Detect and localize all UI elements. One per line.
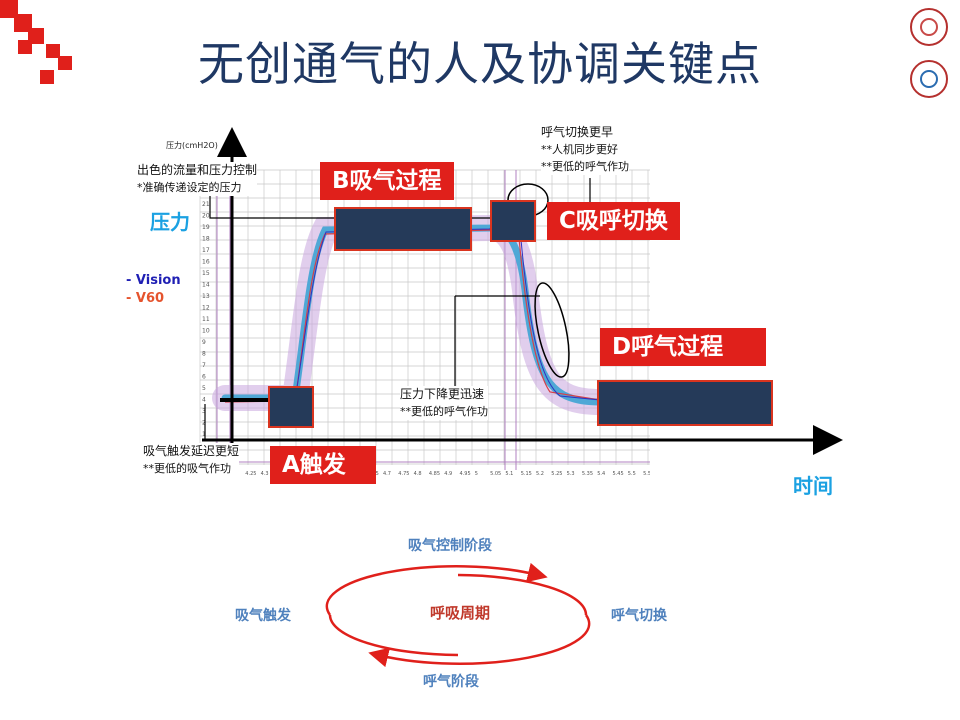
phase-b-box: [334, 207, 472, 251]
note-flow-pressure-line2: *准确传递设定的压力: [137, 181, 242, 194]
y-tick-label: 3: [202, 408, 206, 415]
note-expiration-switch-line3: **更低的呼气作功: [541, 160, 629, 173]
note-flow-pressure-line1: 出色的流量和压力控制: [137, 163, 258, 177]
note-pressure-drop-line1: 压力下降更迅速: [400, 387, 485, 401]
corner-decoration: [0, 0, 80, 90]
note-trigger: 吸气触发延迟更短 **更低的吸气作功: [143, 443, 240, 477]
note-pressure-drop: 压力下降更迅速 **更低的呼气作功: [400, 386, 488, 420]
y-tick-label: 12: [202, 305, 210, 312]
cycle-right-label: 呼气切换: [611, 608, 667, 624]
x-tick-label: 4.25: [245, 471, 256, 477]
hospital-logo-top: [910, 8, 948, 46]
x-tick-label: 5.35: [582, 471, 593, 477]
x-tick-label: 5.45: [613, 471, 624, 477]
y-tick-label: 17: [202, 247, 210, 254]
y-axis-unit: 压力(cmH2O): [166, 140, 218, 150]
y-tick-label: 15: [202, 270, 210, 277]
y-tick-label: 9: [202, 339, 206, 346]
x-tick-label: 5.05: [490, 471, 501, 477]
y-tick-label: 5: [202, 385, 206, 392]
x-tick-label: 5.1: [505, 471, 513, 477]
phase-c-box: [490, 200, 536, 242]
x-tick-label: 4.95: [460, 471, 471, 477]
phase-c-label: C吸呼切换: [547, 202, 680, 240]
x-tick-label: 4.9: [444, 471, 452, 477]
cycle-top-label: 吸气控制阶段: [408, 538, 492, 554]
y-tick-label: 11: [202, 316, 210, 323]
legend-v60: - V60: [126, 291, 165, 306]
x-tick-label: 5.3: [567, 471, 575, 477]
x-tick-label: 5.15: [521, 471, 532, 477]
phase-a-label: A触发: [270, 446, 376, 484]
phase-d-label: D呼气过程: [600, 328, 766, 366]
y-tick-label: 7: [202, 362, 206, 369]
x-tick-label: 5.2: [536, 471, 544, 477]
y-tick-label: 6: [202, 374, 206, 381]
y-tick-label: 2: [202, 420, 206, 427]
legend: - Vision - V60: [126, 272, 181, 308]
y-tick-label: 20: [202, 213, 210, 220]
x-tick-label: 5.55: [643, 471, 650, 477]
cycle-left-label: 吸气触发: [235, 608, 291, 624]
page-title: 无创通气的人及协调关键点: [198, 37, 762, 91]
note-expiration-switch-line2: **人机同步更好: [541, 143, 618, 156]
note-expiration-switch-line1: 呼气切换更早: [541, 125, 614, 139]
note-expiration-switch: 呼气切换更早 **人机同步更好 **更低的呼气作功: [541, 124, 629, 175]
phase-a-box: [268, 386, 314, 428]
x-tick-label: 5: [475, 471, 478, 477]
y-tick-label: 19: [202, 224, 210, 231]
x-tick-label: 5.4: [597, 471, 605, 477]
y-tick-label: 10: [202, 328, 210, 335]
y-tick-label: 16: [202, 259, 210, 266]
x-tick-label: 4.3: [261, 471, 269, 477]
cycle-center-label: 呼吸周期: [429, 604, 490, 622]
note-trigger-line2: **更低的吸气作功: [143, 462, 231, 475]
y-tick-label: 14: [202, 282, 210, 289]
hospital-logo-bottom: [910, 60, 948, 98]
legend-vision: - Vision: [126, 273, 181, 288]
y-tick-label: 21: [202, 201, 210, 208]
note-pressure-drop-line2: **更低的呼气作功: [400, 405, 488, 418]
x-tick-label: 4.8: [414, 471, 422, 477]
x-tick-label: 4.75: [398, 471, 409, 477]
phase-b-label: B吸气过程: [320, 162, 454, 200]
time-axis-label: 时间: [793, 474, 833, 498]
x-tick-label: 4.7: [383, 471, 391, 477]
y-tick-label: 18: [202, 236, 210, 243]
y-tick-label: 1: [202, 431, 206, 438]
y-tick-label: 8: [202, 351, 206, 358]
x-tick-label: 5.5: [628, 471, 636, 477]
y-tick-label: 13: [202, 293, 210, 300]
phase-d-box: [597, 380, 773, 426]
x-tick-label: 5.25: [551, 471, 562, 477]
pressure-axis-label: 压力: [150, 210, 190, 234]
y-tick-label: 4: [202, 397, 206, 404]
cycle-bottom-label: 呼气阶段: [423, 674, 479, 690]
cycle-diagram: [325, 562, 591, 668]
x-tick-label: 4.85: [429, 471, 440, 477]
note-flow-pressure: 出色的流量和压力控制 *准确传递设定的压力: [137, 162, 258, 196]
note-trigger-line1: 吸气触发延迟更短: [143, 444, 240, 458]
